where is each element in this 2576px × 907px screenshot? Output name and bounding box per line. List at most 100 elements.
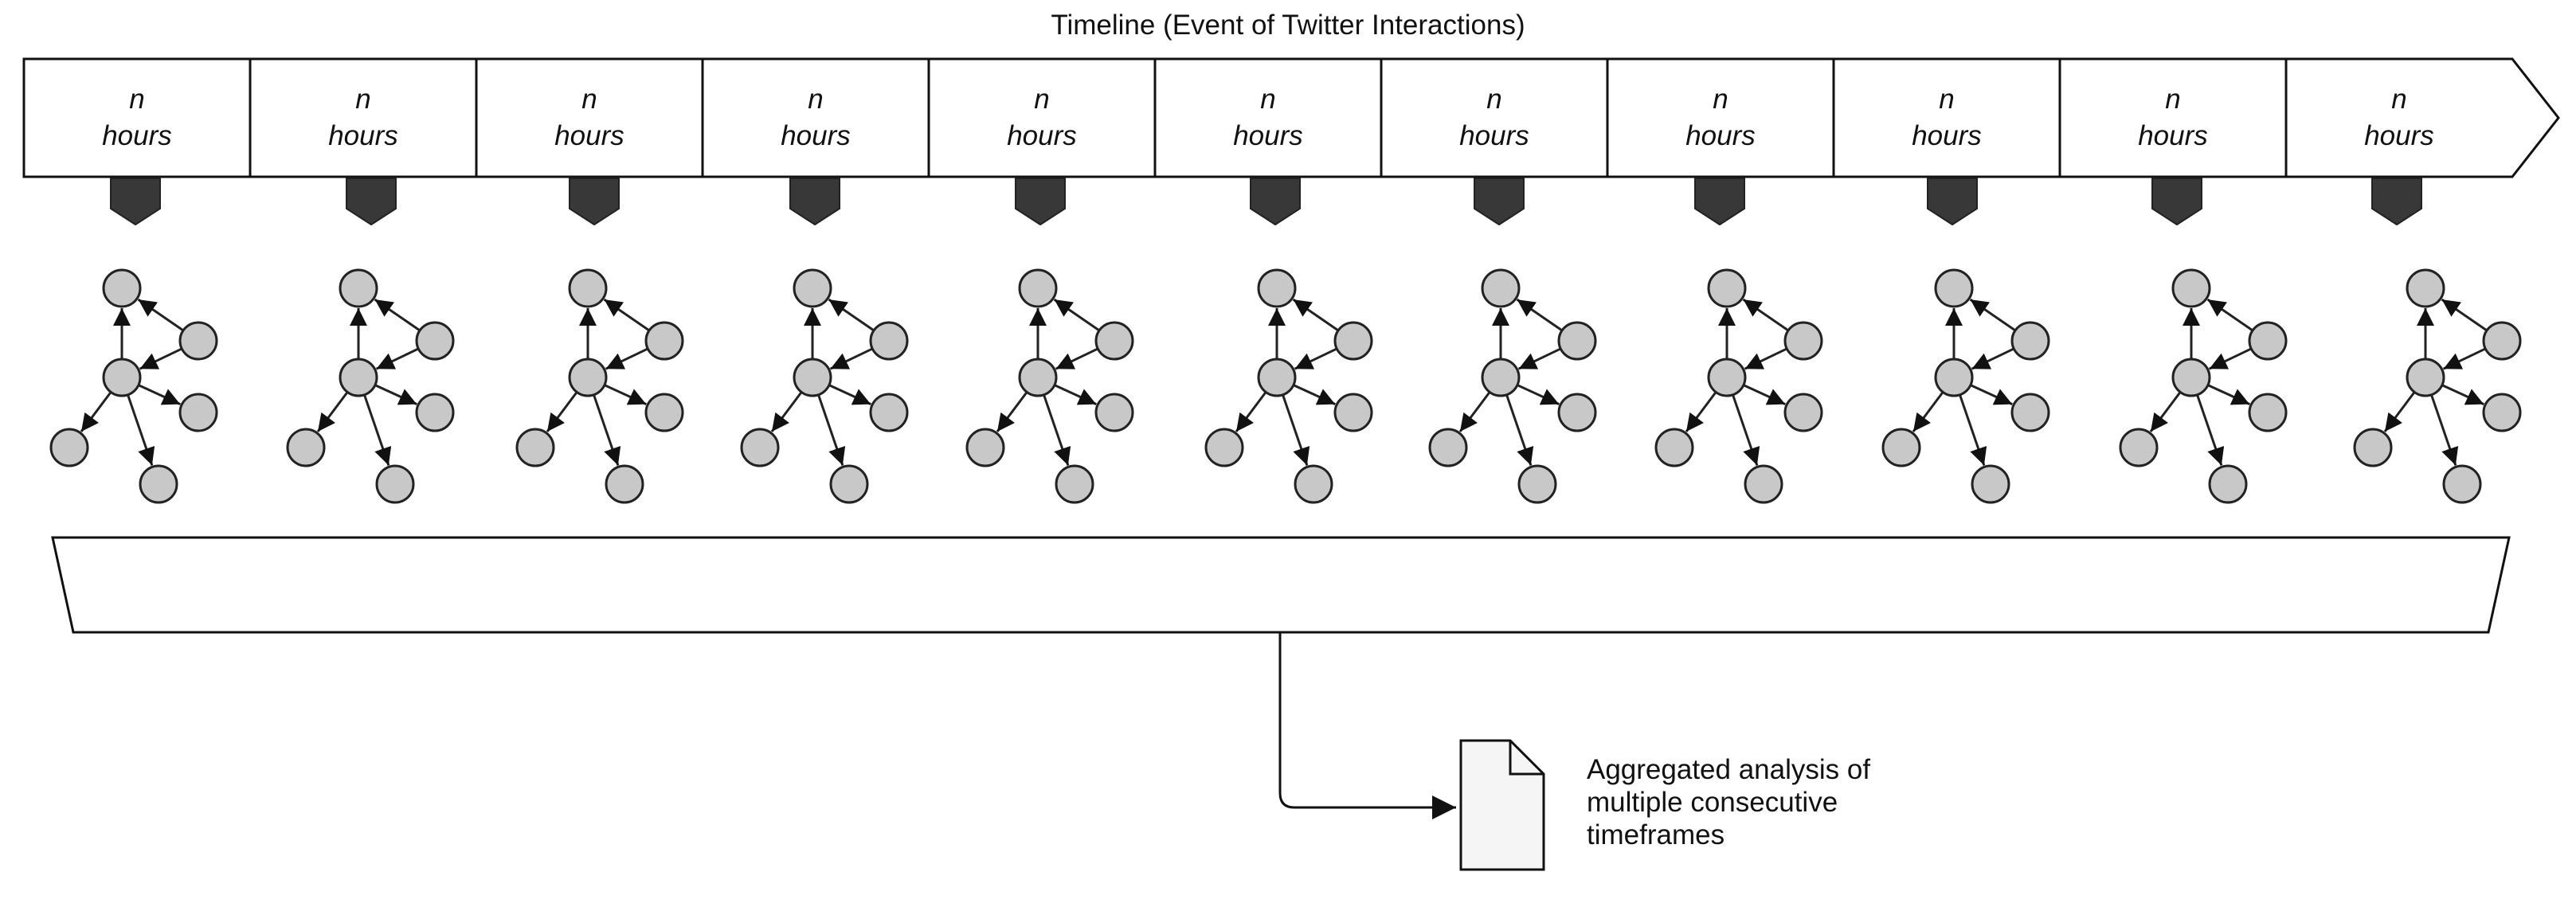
segment-variable: n — [2165, 84, 2181, 115]
graph-edge — [363, 394, 392, 466]
graph-node — [1055, 464, 1094, 504]
graph-node — [1333, 393, 1373, 432]
graph-edge — [603, 298, 650, 332]
interaction-graph — [1654, 268, 1823, 504]
document-icon — [1459, 739, 1545, 871]
segment-variable: n — [1713, 84, 1728, 115]
interaction-graph — [49, 268, 218, 504]
graph-edge — [593, 394, 621, 466]
aggregation-trapezoid — [51, 536, 2511, 634]
graph-node — [1934, 268, 1974, 308]
graph-edge — [1959, 394, 1987, 466]
graph-edge — [2442, 347, 2486, 370]
graph-node — [1557, 321, 1597, 361]
graph-node — [1557, 393, 1597, 432]
segment-unit: hours — [2138, 120, 2208, 151]
graph-node — [1654, 428, 1694, 467]
graph-node — [869, 321, 909, 361]
interaction-graph — [1428, 268, 1597, 504]
graph-edge — [770, 391, 803, 432]
caption-line: multiple consecutive — [1587, 787, 1838, 818]
interaction-graph — [286, 268, 455, 504]
aggregated-analysis-caption: Aggregated analysis of multiple consecut… — [1587, 753, 1937, 851]
graph-node — [965, 428, 1005, 467]
graph-node — [793, 358, 832, 397]
graph-node — [2171, 358, 2211, 397]
graph-node — [415, 393, 455, 432]
segment-unit: hours — [2364, 120, 2434, 151]
graph-node — [644, 393, 684, 432]
graph-edge — [1505, 394, 1534, 466]
aggregation-layer — [51, 536, 2511, 871]
graph-edge — [1054, 384, 1097, 405]
graph-node — [2353, 428, 2393, 467]
graph-node — [339, 358, 378, 397]
segment-marker — [1250, 178, 1301, 226]
graph-node — [2010, 321, 2050, 361]
interaction-graph — [2119, 268, 2288, 504]
graph-edge — [1743, 384, 1786, 405]
graph-edge — [374, 384, 417, 405]
segment-marker — [1927, 178, 1978, 226]
graph-edge — [1732, 394, 1760, 466]
timeline-title: Timeline (Event of Twitter Interactions) — [1051, 10, 1525, 41]
timeline-segment-8: n hours — [1607, 59, 1834, 177]
graph-edge — [828, 298, 875, 332]
segment-marker — [110, 178, 161, 226]
graph-node — [286, 428, 326, 467]
graph-node — [1428, 428, 1468, 467]
graph-edge — [1517, 347, 1561, 370]
graph-edge — [1053, 298, 1100, 332]
segment-variable: n — [1486, 84, 1502, 115]
graph-edge — [375, 347, 419, 370]
segment-unit: hours — [1685, 120, 1756, 151]
timeline-segments — [22, 57, 2560, 178]
segment-unit: hours — [781, 120, 851, 151]
segment-variable: n — [355, 84, 371, 115]
segment-unit: hours — [328, 120, 398, 151]
graph-edge — [829, 347, 873, 370]
timeline-segment-10: n hours — [2060, 59, 2286, 177]
graph-node — [869, 393, 909, 432]
interaction-graph — [1881, 268, 2050, 504]
segment-variable: n — [129, 84, 145, 115]
timeline-segment-2: n hours — [250, 59, 476, 177]
segment-unit: hours — [554, 120, 624, 151]
graph-node — [644, 321, 684, 361]
graph-node — [829, 464, 869, 504]
graph-edge — [138, 384, 181, 405]
graph-node — [49, 428, 89, 467]
graph-node — [1094, 321, 1134, 361]
timeline-segment-1: n hours — [24, 59, 250, 177]
graph-edge — [2441, 384, 2484, 405]
graph-edge — [996, 391, 1028, 432]
graph-node — [515, 428, 555, 467]
graph-edge — [1516, 298, 1563, 332]
aggregation-connector — [1278, 632, 1456, 819]
graph-edge — [2430, 394, 2459, 466]
graph-node — [2171, 268, 2211, 308]
graph-node — [2406, 268, 2445, 308]
interaction-graph — [965, 268, 1134, 504]
graph-node — [2248, 393, 2288, 432]
graph-edge — [1971, 347, 2014, 370]
graph-node — [1707, 268, 1747, 308]
segment-marker — [1015, 178, 1066, 226]
graph-edge — [2149, 391, 2182, 432]
graph-node — [415, 321, 455, 361]
graph-node — [1018, 268, 1058, 308]
graph-node — [1881, 428, 1921, 467]
graph-node — [1257, 358, 1297, 397]
graph-edge — [1969, 298, 2016, 332]
graph-edge — [604, 384, 647, 405]
graph-edge — [137, 298, 184, 332]
graph-node — [1783, 321, 1823, 361]
graph-node — [2248, 321, 2288, 361]
segment-unit: hours — [102, 120, 172, 151]
segment-marker — [789, 178, 840, 226]
graph-edge — [374, 298, 421, 332]
